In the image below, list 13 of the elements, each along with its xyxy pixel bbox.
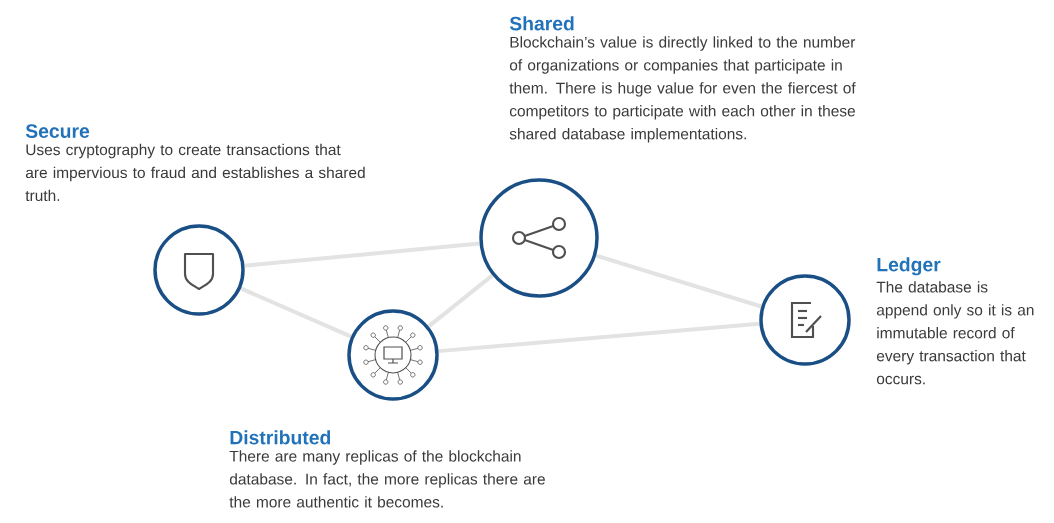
connector-line: [427, 273, 494, 328]
heading: Distributed: [230, 430, 331, 445]
description-text: Blockchain’s value is directly linked to the number of organizations or companies that participate in them. There is huge value for even the fiercest of competitors to participate with each other in these shared database implementations.: [509, 36, 856, 143]
heading: Secure: [25, 124, 90, 138]
connector-line: [244, 241, 480, 268]
description-text: Uses cryptography to create transactions that are impervious to fraud and establishes a shared truth.: [25, 143, 365, 202]
connector-line: [595, 253, 762, 309]
description-text: There are many replicas of the blockchain database. In fact, the more replicas there are the more authentic it becomes.: [229, 450, 545, 508]
connector-line: [438, 321, 760, 354]
heading: Ledger: [877, 257, 941, 276]
connector-line: [240, 286, 352, 339]
heading: Shared: [509, 16, 574, 31]
description-text: The database is append only so it is an immutable record of every transaction that occurs.: [876, 281, 1034, 385]
